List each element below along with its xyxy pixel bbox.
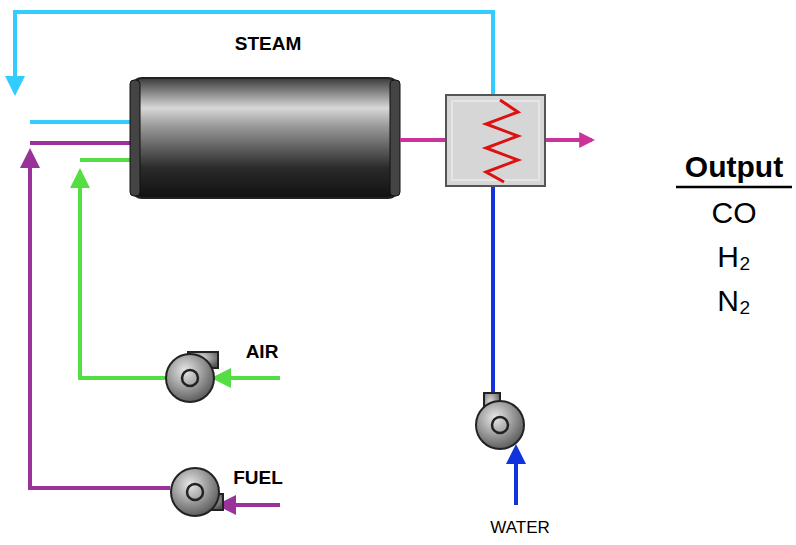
steam-line (30, 120, 132, 124)
fuel-inlet (220, 503, 280, 507)
heading-underline (676, 186, 792, 189)
product-species: CO (712, 196, 757, 229)
product-species: H₂ (717, 240, 750, 273)
water-inlet (514, 448, 518, 505)
stream-label: WATER (490, 519, 550, 538)
output-heading: Output (685, 150, 783, 183)
air-pump (163, 352, 218, 404)
product-outlet (545, 138, 592, 142)
heat-exchanger (446, 95, 545, 186)
stream-label: STEAM (235, 34, 302, 55)
air-line (80, 158, 132, 162)
reactor-cylinder (130, 78, 400, 198)
air-inlet (215, 376, 280, 380)
product-line (400, 138, 446, 142)
air-line (80, 172, 165, 378)
water-line (491, 186, 495, 402)
water-pump (476, 393, 524, 449)
fuel-line (30, 152, 170, 488)
stream-label: AIR (246, 342, 279, 363)
product-species: N₂ (717, 284, 750, 317)
fuel-pump (171, 468, 223, 516)
stream-label: FUEL (233, 468, 283, 489)
fuel-line (30, 141, 132, 145)
